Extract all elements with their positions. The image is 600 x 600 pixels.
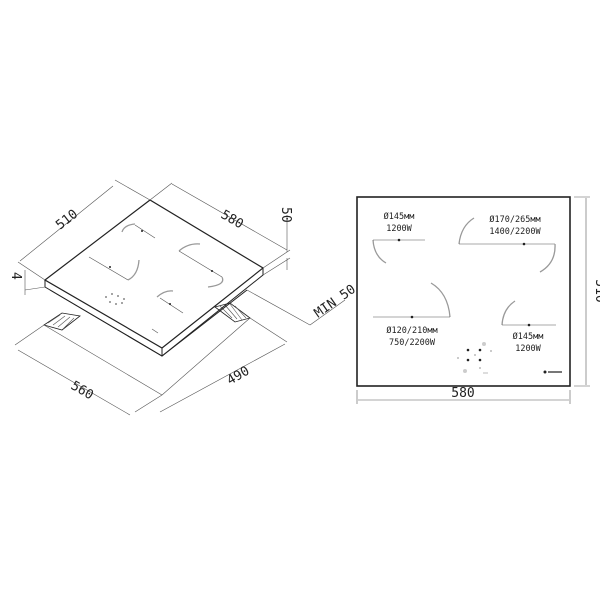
dim-width-580: 580 (218, 207, 246, 232)
zone-front-left-top: Ø145мм 1200W (372, 211, 425, 264)
dim-top-width: 580 (451, 386, 474, 401)
brand-logo (543, 370, 562, 374)
zone-rear-right: Ø170/265мм 1400/2200W (458, 214, 556, 273)
dim-min-clearance: MIN 50 (312, 282, 359, 321)
zone-front-left: Ø120/210мм 750/2200W (373, 282, 451, 348)
touch-controls (457, 342, 492, 374)
cutout-hatch-left (43, 312, 81, 331)
svg-text:1200W: 1200W (515, 344, 541, 354)
isometric-view: 510 580 50 4 MIN 50 560 490 (8, 179, 359, 416)
dim-height-50: 50 (278, 207, 293, 223)
dim-cutout-560: 560 (68, 378, 96, 403)
top-view: 580 510 Ø145мм 1200W Ø170/265мм 1400/220… (356, 196, 600, 404)
cutout-hatch-right (214, 302, 251, 323)
svg-text:Ø145мм: Ø145мм (384, 211, 415, 222)
dim-top-depth: 510 (592, 279, 600, 302)
dim-cutout-490: 490 (225, 364, 253, 389)
dim-depth-510: 510 (53, 207, 81, 233)
iso-zones (88, 223, 224, 334)
svg-text:Ø120/210мм: Ø120/210мм (386, 325, 437, 336)
svg-text:1200W: 1200W (386, 224, 412, 234)
svg-text:1400/2200W: 1400/2200W (489, 227, 541, 237)
svg-text:Ø170/265мм: Ø170/265мм (489, 214, 540, 225)
svg-text:Ø145мм: Ø145мм (513, 331, 544, 342)
dim-edge-4: 4 (8, 272, 23, 280)
svg-text:750/2200W: 750/2200W (389, 338, 436, 348)
zone-front-right: Ø145мм 1200W (501, 300, 556, 354)
